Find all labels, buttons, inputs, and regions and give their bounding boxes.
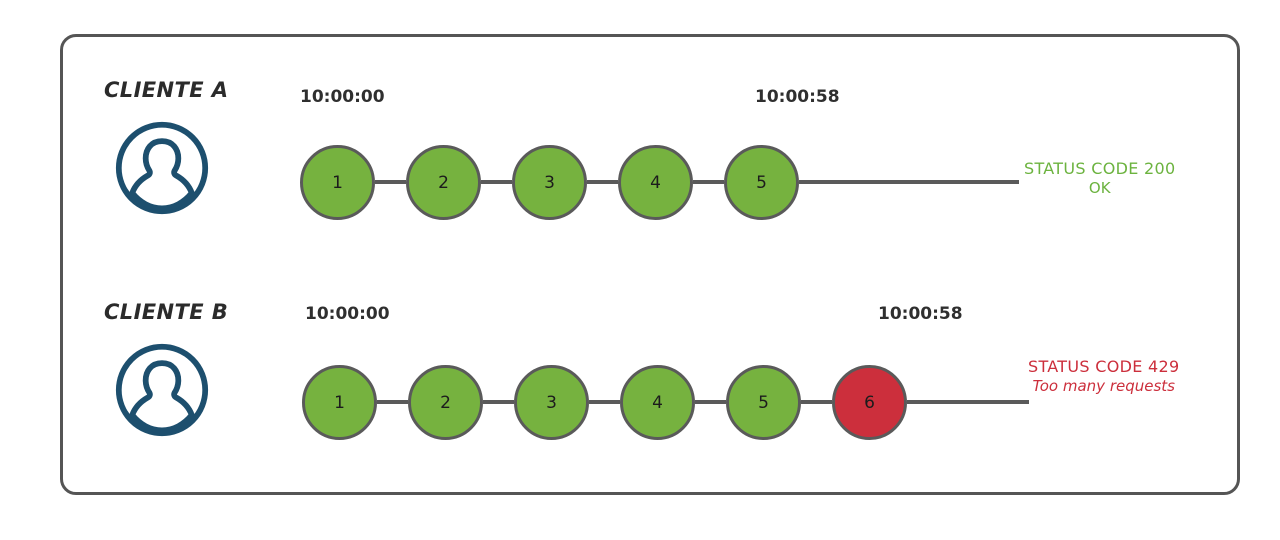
connector — [375, 180, 406, 184]
connector — [695, 400, 726, 404]
timestamp-a-start: 10:00:00 — [300, 87, 385, 107]
status-a-code: STATUS CODE 200 — [1024, 159, 1176, 178]
request-node[interactable]: 1 — [300, 145, 375, 220]
request-node-label: 1 — [334, 392, 345, 413]
chain-tail-a — [799, 180, 1019, 184]
chain-tail-b — [907, 400, 1029, 404]
user-avatar-icon — [114, 120, 210, 216]
timestamp-b-start: 10:00:00 — [305, 304, 390, 324]
request-node-label: 5 — [756, 172, 767, 193]
connector — [587, 180, 618, 184]
request-node-label: 4 — [650, 172, 661, 193]
request-node[interactable]: 2 — [406, 145, 481, 220]
request-node-label: 2 — [438, 172, 449, 193]
timestamp-a-end: 10:00:58 — [755, 87, 840, 107]
request-node-label: 1 — [332, 172, 343, 193]
request-node[interactable]: 1 — [302, 365, 377, 440]
status-b-text: Too many requests — [1032, 377, 1175, 395]
connector — [801, 400, 832, 404]
connector — [483, 400, 514, 404]
timestamp-b-end: 10:00:58 — [878, 304, 963, 324]
request-node[interactable]: 3 — [512, 145, 587, 220]
client-b-label: CLIENTE B — [104, 300, 229, 324]
request-node-label: 4 — [652, 392, 663, 413]
request-node[interactable]: 5 — [724, 145, 799, 220]
request-node[interactable]: 3 — [514, 365, 589, 440]
request-node-label: 6 — [864, 392, 875, 413]
connector — [589, 400, 620, 404]
request-node[interactable]: 5 — [726, 365, 801, 440]
request-node[interactable]: 4 — [618, 145, 693, 220]
request-node[interactable]: 2 — [408, 365, 483, 440]
status-b: STATUS CODE 429 Too many requests — [1028, 357, 1179, 396]
connector — [693, 180, 724, 184]
connector — [377, 400, 408, 404]
request-node-label: 3 — [544, 172, 555, 193]
request-node[interactable]: 4 — [620, 365, 695, 440]
client-a-label: CLIENTE A — [104, 78, 229, 102]
request-node-label: 3 — [546, 392, 557, 413]
status-a-text: OK — [1088, 179, 1111, 197]
connector — [481, 180, 512, 184]
request-node-label: 5 — [758, 392, 769, 413]
status-a: STATUS CODE 200 OK — [1024, 159, 1175, 198]
request-node-label: 2 — [440, 392, 451, 413]
user-avatar-icon — [114, 342, 210, 438]
request-node-blocked[interactable]: 6 — [832, 365, 907, 440]
status-b-code: STATUS CODE 429 — [1028, 357, 1180, 376]
